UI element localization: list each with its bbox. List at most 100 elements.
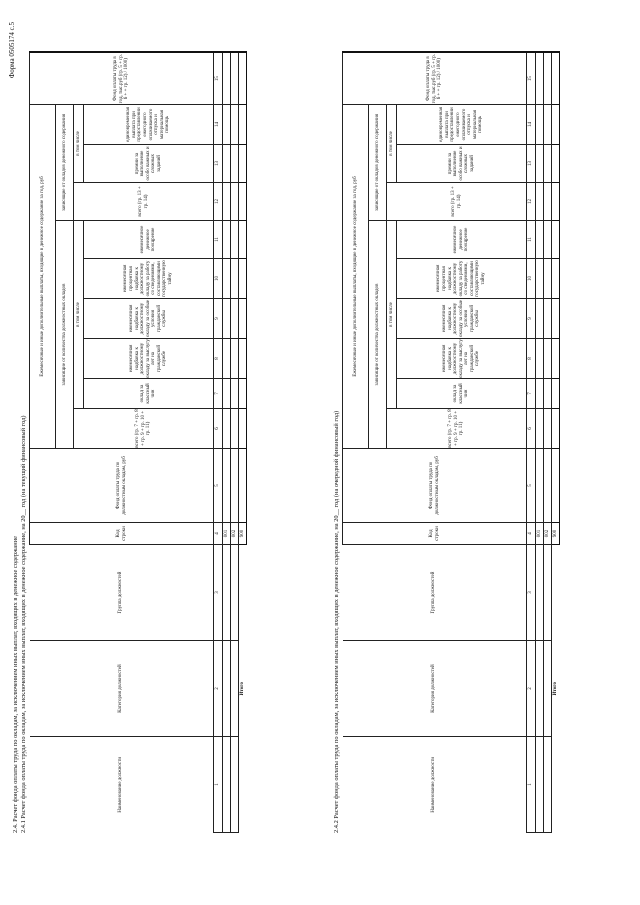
cell[interactable] xyxy=(535,144,544,183)
cell[interactable] xyxy=(551,338,560,379)
cell[interactable] xyxy=(543,144,552,183)
cell[interactable] xyxy=(230,736,239,833)
cell[interactable] xyxy=(543,258,552,299)
cell[interactable] xyxy=(551,182,560,221)
cell[interactable] xyxy=(535,182,544,221)
cell[interactable] xyxy=(543,104,552,145)
col-number: 15 xyxy=(526,52,536,105)
header-col15: Фонд оплаты труда в год, тыс.руб (гр. 5 … xyxy=(342,52,527,105)
cell[interactable] xyxy=(238,52,247,105)
cell[interactable] xyxy=(238,144,247,183)
header-total-a: всего (гр. 7 + гр. 8 + гр. 9 + гр. 10 + … xyxy=(73,408,214,449)
cell[interactable] xyxy=(230,182,239,221)
header-code: Код строки xyxy=(29,522,214,545)
cell[interactable] xyxy=(230,220,239,259)
header-col14: единовременная выплата при предоставлени… xyxy=(396,104,527,145)
cell[interactable] xyxy=(230,378,239,409)
cell[interactable] xyxy=(230,640,239,737)
cell[interactable] xyxy=(230,448,239,523)
cell[interactable] xyxy=(230,338,239,379)
header-col10: ежемесячная процентная надбавка к должно… xyxy=(83,258,214,299)
cell[interactable] xyxy=(222,298,231,339)
cell[interactable] xyxy=(551,378,560,409)
cell[interactable] xyxy=(230,408,239,449)
cell[interactable] xyxy=(551,408,560,449)
cell[interactable] xyxy=(222,52,231,105)
col-number: 12 xyxy=(526,182,536,221)
cell[interactable] xyxy=(238,298,247,339)
cell[interactable] xyxy=(543,408,552,449)
cell[interactable] xyxy=(535,448,544,523)
cell[interactable] xyxy=(535,52,544,105)
cell[interactable] xyxy=(543,338,552,379)
cell[interactable] xyxy=(535,544,544,641)
cell[interactable] xyxy=(222,736,231,833)
cell[interactable] xyxy=(230,544,239,641)
cell[interactable] xyxy=(535,338,544,379)
col-number: 11 xyxy=(213,220,223,259)
cell[interactable] xyxy=(238,220,247,259)
cell[interactable] xyxy=(230,144,239,183)
header-col8: ежемесячная надбавка к должностному окла… xyxy=(83,338,214,379)
header-total-b: всего (гр. 13 + гр. 14) xyxy=(386,182,527,221)
cell[interactable] xyxy=(535,408,544,449)
cell[interactable] xyxy=(222,408,231,449)
header-col11: ежемесячное денежное поощрение xyxy=(83,220,214,259)
cell[interactable] xyxy=(222,640,231,737)
cell[interactable] xyxy=(551,52,560,105)
cell[interactable] xyxy=(535,640,544,737)
cell[interactable] xyxy=(551,144,560,183)
cell[interactable] xyxy=(222,220,231,259)
cell[interactable] xyxy=(222,144,231,183)
header-fund-salary: Фонд оплаты труда по должностным окладам… xyxy=(342,448,527,523)
cell[interactable] xyxy=(230,298,239,339)
cell[interactable] xyxy=(535,258,544,299)
cell[interactable] xyxy=(551,448,560,523)
cell[interactable] xyxy=(535,378,544,409)
cell[interactable] xyxy=(238,104,247,145)
cell[interactable] xyxy=(230,258,239,299)
col-number: 8 xyxy=(526,338,536,379)
col-number: 12 xyxy=(213,182,223,221)
cell[interactable] xyxy=(551,104,560,145)
cell[interactable] xyxy=(535,736,544,833)
cell[interactable] xyxy=(222,544,231,641)
cell[interactable] xyxy=(238,408,247,449)
cell[interactable] xyxy=(543,220,552,259)
cell[interactable] xyxy=(551,298,560,339)
cell[interactable] xyxy=(535,298,544,339)
cell[interactable] xyxy=(543,640,552,737)
header-col14: единовременная выплата при предоставлени… xyxy=(83,104,214,145)
col-number: 9 xyxy=(526,298,536,339)
cell[interactable] xyxy=(543,378,552,409)
cell[interactable] xyxy=(222,258,231,299)
cell[interactable] xyxy=(238,378,247,409)
cell[interactable] xyxy=(222,182,231,221)
cell[interactable] xyxy=(238,258,247,299)
cell[interactable] xyxy=(222,104,231,145)
cell[interactable] xyxy=(551,258,560,299)
cell[interactable] xyxy=(222,338,231,379)
cell[interactable] xyxy=(551,220,560,259)
cell[interactable] xyxy=(543,182,552,221)
cell[interactable] xyxy=(238,448,247,523)
cell[interactable] xyxy=(543,448,552,523)
cell[interactable] xyxy=(543,736,552,833)
cell[interactable] xyxy=(543,544,552,641)
cell[interactable] xyxy=(535,104,544,145)
cell[interactable] xyxy=(543,52,552,105)
cell[interactable] xyxy=(230,52,239,105)
cell[interactable] xyxy=(222,378,231,409)
cell[interactable] xyxy=(238,182,247,221)
cell[interactable] xyxy=(230,104,239,145)
salary-fund-table-current-year: Наименование должности Категория должнос… xyxy=(29,51,247,833)
cell[interactable] xyxy=(238,338,247,379)
total-row: Итого 900 xyxy=(551,52,560,832)
header-dependent-content: зависящие от окладов денежного содержани… xyxy=(55,104,74,221)
cell[interactable] xyxy=(535,220,544,259)
form-number: Форма 0505174 с.5 xyxy=(8,22,16,79)
header-dependent-salary: зависящие от количества должностных окла… xyxy=(368,220,387,449)
cell[interactable] xyxy=(222,448,231,523)
header-col11: ежемесячное денежное поощрение xyxy=(396,220,527,259)
cell[interactable] xyxy=(543,298,552,339)
